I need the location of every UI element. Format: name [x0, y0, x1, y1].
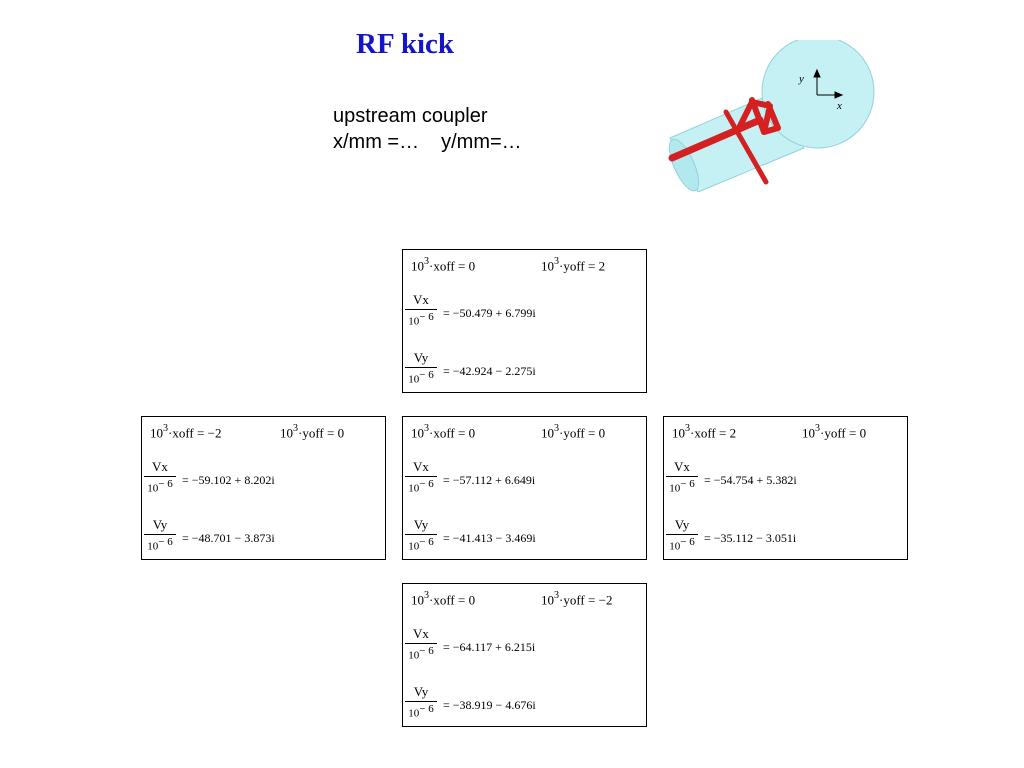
vx-value: −54.754 + 5.382i [713, 473, 797, 487]
x-label: x/mm =… [333, 131, 420, 153]
xoff-value: 0 [468, 425, 476, 441]
xoff-expression: 103·xoff = 0 [411, 590, 476, 608]
vx-value: −64.117 + 6.215i [452, 640, 536, 654]
yoff-value: 0 [337, 425, 345, 441]
vx-result: = −64.117 + 6.215i [443, 640, 536, 654]
vx-value: −57.112 + 6.649i [452, 473, 536, 487]
axis-y-label: y [798, 73, 804, 85]
vy-value: −42.924 − 2.275i [452, 364, 536, 378]
axis-indicator [813, 68, 844, 99]
subtitle-line: upstream coupler [333, 105, 488, 127]
yoff-value: 2 [598, 258, 606, 274]
axis-x-label: x [836, 100, 842, 112]
vy-value: −38.919 − 4.676i [452, 698, 536, 712]
xoff-expression: 103·xoff = 0 [411, 256, 476, 274]
xoff-expression: 103·xoff = 2 [672, 423, 737, 441]
vx-result: = −54.754 + 5.382i [704, 473, 797, 487]
subtitle: upstream coupler x/mm =… y/mm=… [333, 103, 522, 155]
vy-value: −41.413 − 3.469i [452, 531, 536, 545]
xoff-expression: 103·xoff = 0 [411, 423, 476, 441]
vx-value: −50.479 + 6.799i [452, 306, 536, 320]
xoff-value: 0 [468, 592, 476, 608]
yoff-value: 0 [859, 425, 867, 441]
vy-result: = −41.413 − 3.469i [443, 531, 536, 545]
yoff-expression: 103·yoff = −2 [541, 590, 613, 608]
vy-value: −35.112 − 3.051i [713, 531, 797, 545]
vy-result: = −48.701 − 3.873i [182, 531, 275, 545]
xoff-value: −2 [207, 425, 222, 441]
y-label: y/mm=… [441, 131, 522, 153]
vy-result: = −42.924 − 2.275i [443, 364, 536, 378]
vy-value: −48.701 − 3.873i [191, 531, 275, 545]
coupler-diagram: y x [668, 40, 875, 192]
cavity-port-circle [761, 40, 875, 149]
vy-result: = −38.919 − 4.676i [443, 698, 536, 712]
slide-title: RF kick [356, 28, 455, 60]
subtitle-coords: x/mm =… y/mm=… [333, 129, 522, 155]
yoff-expression: 103·yoff = 0 [802, 423, 867, 441]
yoff-value: −2 [598, 592, 613, 608]
yoff-expression: 103·yoff = 0 [541, 423, 606, 441]
vy-result: = −35.112 − 3.051i [704, 531, 797, 545]
yoff-value: 0 [598, 425, 606, 441]
vx-value: −59.102 + 8.202i [191, 473, 275, 487]
coupler-antenna [668, 97, 781, 185]
vx-result: = −50.479 + 6.799i [443, 306, 536, 320]
yoff-expression: 103·yoff = 2 [541, 256, 606, 274]
xoff-value: 2 [729, 425, 737, 441]
yoff-expression: 103·yoff = 0 [280, 423, 345, 441]
xoff-value: 0 [468, 258, 476, 274]
vx-result: = −57.112 + 6.649i [443, 473, 536, 487]
vx-result: = −59.102 + 8.202i [182, 473, 275, 487]
xoff-expression: 103·xoff = −2 [150, 423, 222, 441]
